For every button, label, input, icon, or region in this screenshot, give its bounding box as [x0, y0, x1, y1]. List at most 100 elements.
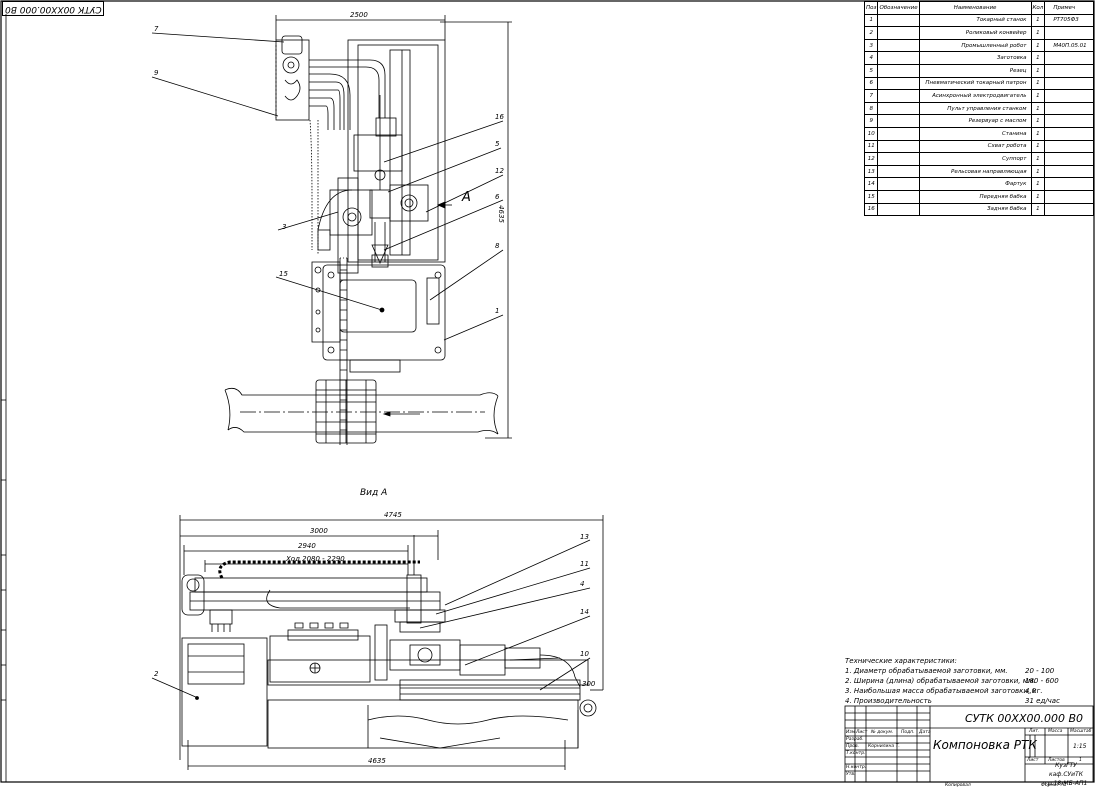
scale-value: 1:15	[1073, 743, 1087, 750]
sheets-label: Листов	[1048, 758, 1065, 763]
spec-qty: 1	[1030, 189, 1046, 204]
spec-qty: 1	[1030, 177, 1046, 191]
spec-pos: 14	[863, 177, 879, 191]
spec-pos: 10	[863, 126, 879, 141]
spec-note	[1044, 114, 1094, 128]
spec-qty: 1	[1030, 126, 1046, 141]
spec-qty: 1	[1030, 76, 1046, 91]
spec-name: Пульт управления станком	[918, 101, 1032, 116]
dim-300: 300	[582, 680, 596, 688]
spec-designation	[877, 152, 920, 166]
spec-designation	[877, 139, 920, 154]
spec-name: Заготовка	[918, 51, 1032, 65]
tech-item-text: 2. Ширина (длина) обрабатываемой заготов…	[845, 677, 1036, 685]
spec-name: Станина	[918, 126, 1032, 141]
tech-item-value: 4,0	[1025, 687, 1037, 695]
view-a-title: Вид А	[360, 488, 388, 498]
callout-14: 14	[580, 608, 589, 616]
spec-designation	[877, 126, 920, 141]
spec-name: Роликовый конвейер	[918, 26, 1032, 40]
col-doc: № докум.	[871, 730, 894, 735]
callout-10: 10	[580, 650, 589, 658]
spec-note	[1044, 177, 1094, 191]
spec-designation	[877, 164, 920, 179]
spec-note	[1044, 202, 1094, 217]
spec-qty: 1	[1030, 13, 1046, 28]
spec-designation	[877, 13, 920, 28]
technical-characteristics: Технические характеристики: 1. Диаметр о…	[845, 656, 1060, 706]
dim-bottom-4635: 4635	[368, 757, 386, 765]
spec-name: Промышленный робот	[918, 38, 1032, 53]
col-date: Дата	[919, 730, 931, 735]
spec-name: Токарный станок	[918, 13, 1032, 28]
spec-pos: 9	[863, 114, 879, 128]
callout-5: 5	[495, 140, 500, 148]
col-list: Лист	[856, 730, 868, 735]
spec-col-note: Примеч	[1044, 1, 1094, 15]
tech-title: Технические характеристики:	[845, 657, 957, 665]
spec-pos: 2	[863, 26, 879, 40]
row-razrab: Разраб.	[846, 737, 864, 742]
spec-name: Схват робота	[918, 139, 1032, 154]
spec-qty: 1	[1030, 101, 1046, 116]
stamp-text: СУТК 00ХХ00.000 В0	[4, 4, 102, 14]
spec-col-pos: Поз	[863, 1, 879, 15]
spec-designation	[877, 51, 920, 65]
tech-item-text: 3. Наибольшая масса обрабатываемой загот…	[845, 687, 1043, 695]
spec-name: Суппорт	[918, 152, 1032, 166]
callout-6: 6	[495, 193, 500, 201]
spec-designation	[877, 89, 920, 103]
spec-designation	[877, 114, 920, 128]
spec-note	[1044, 126, 1094, 141]
tech-item: 1. Диаметр обрабатываемой заготовки, мм.…	[845, 666, 1054, 676]
spec-pos: 8	[863, 101, 879, 116]
callout-12: 12	[495, 167, 504, 175]
spec-name: Фартук	[918, 177, 1032, 191]
tech-item: 2. Ширина (длина) обрабатываемой заготов…	[845, 676, 1059, 686]
tech-item: 3. Наибольшая масса обрабатываемой загот…	[845, 686, 1043, 696]
spec-designation	[877, 38, 920, 53]
spec-name: Резец	[918, 63, 1032, 78]
title-block-code: СУТК 00ХХ00.000 В0	[965, 712, 1084, 725]
row-nkontr: Н.контр.	[846, 765, 867, 770]
spec-note	[1044, 63, 1094, 78]
lit-label: Лит.	[1029, 729, 1040, 734]
spec-qty: 1	[1030, 26, 1046, 40]
spec-qty: 1	[1030, 89, 1046, 103]
spec-name: Резервуар с маслом	[918, 114, 1032, 128]
spec-note	[1044, 152, 1094, 166]
callout-1: 1	[495, 307, 500, 315]
spec-qty: 1	[1030, 38, 1046, 53]
dim-stroke: Ход 2080 - 2290	[286, 555, 345, 563]
spec-pos: 4	[863, 51, 879, 65]
spec-designation	[877, 189, 920, 204]
dim-bottom-total: 4745	[384, 511, 402, 519]
spec-col-designation: Обозначение	[877, 1, 920, 15]
view-a-marker: А	[462, 190, 471, 205]
spec-qty: 1	[1030, 114, 1046, 128]
spec-designation	[877, 177, 920, 191]
callout-4: 4	[580, 580, 585, 588]
dim-bottom-3000: 3000	[310, 527, 328, 535]
spec-qty: 1	[1030, 63, 1046, 78]
spec-note	[1044, 76, 1094, 91]
dim-side-height: 4635	[496, 205, 505, 223]
callout-8: 8	[495, 242, 500, 250]
spec-designation	[877, 76, 920, 91]
drawing-code-stamp: СУТК 00ХХ00.000 В0	[2, 1, 104, 16]
tech-item-value: 20 - 100	[1025, 667, 1055, 675]
row-prov: Пров.	[846, 744, 860, 749]
spec-note	[1044, 101, 1094, 116]
